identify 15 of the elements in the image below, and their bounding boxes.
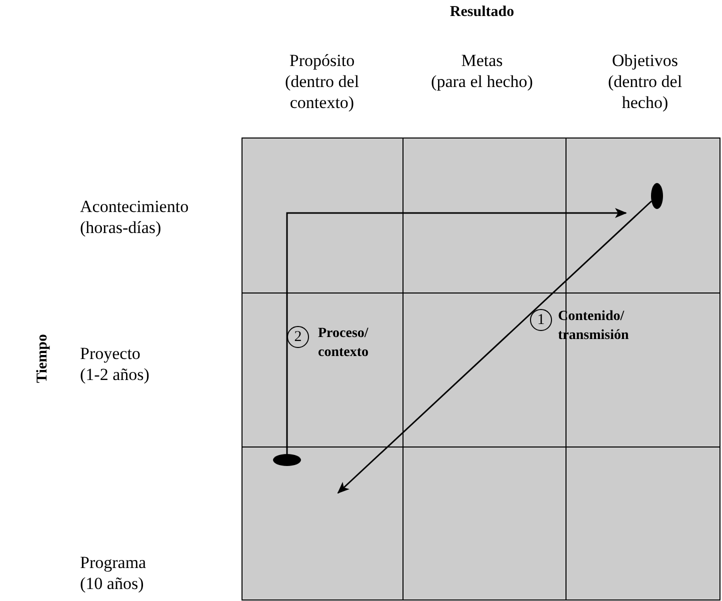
axis-title: Resultado <box>448 3 516 22</box>
end-dot <box>651 183 663 209</box>
callout-number: 1 <box>530 309 552 331</box>
axis-title: Tiempo <box>34 333 52 385</box>
end-dot <box>273 454 301 466</box>
arrow-label: Proceso/ contexto <box>318 325 369 362</box>
column-header: Metas (para el hecho) <box>430 50 534 92</box>
column-header: Objetivos (dentro del hecho) <box>606 50 684 113</box>
row-header: Proyecto (1-2 años) <box>80 343 150 385</box>
arrow <box>286 208 627 454</box>
arrow <box>337 200 652 494</box>
row-header: Programa (10 años) <box>80 552 148 594</box>
callout-number: 2 <box>287 326 309 348</box>
column-header: Propósito (dentro del contexto) <box>284 50 360 113</box>
row-header: Acontecimiento (horas-días) <box>80 196 190 238</box>
